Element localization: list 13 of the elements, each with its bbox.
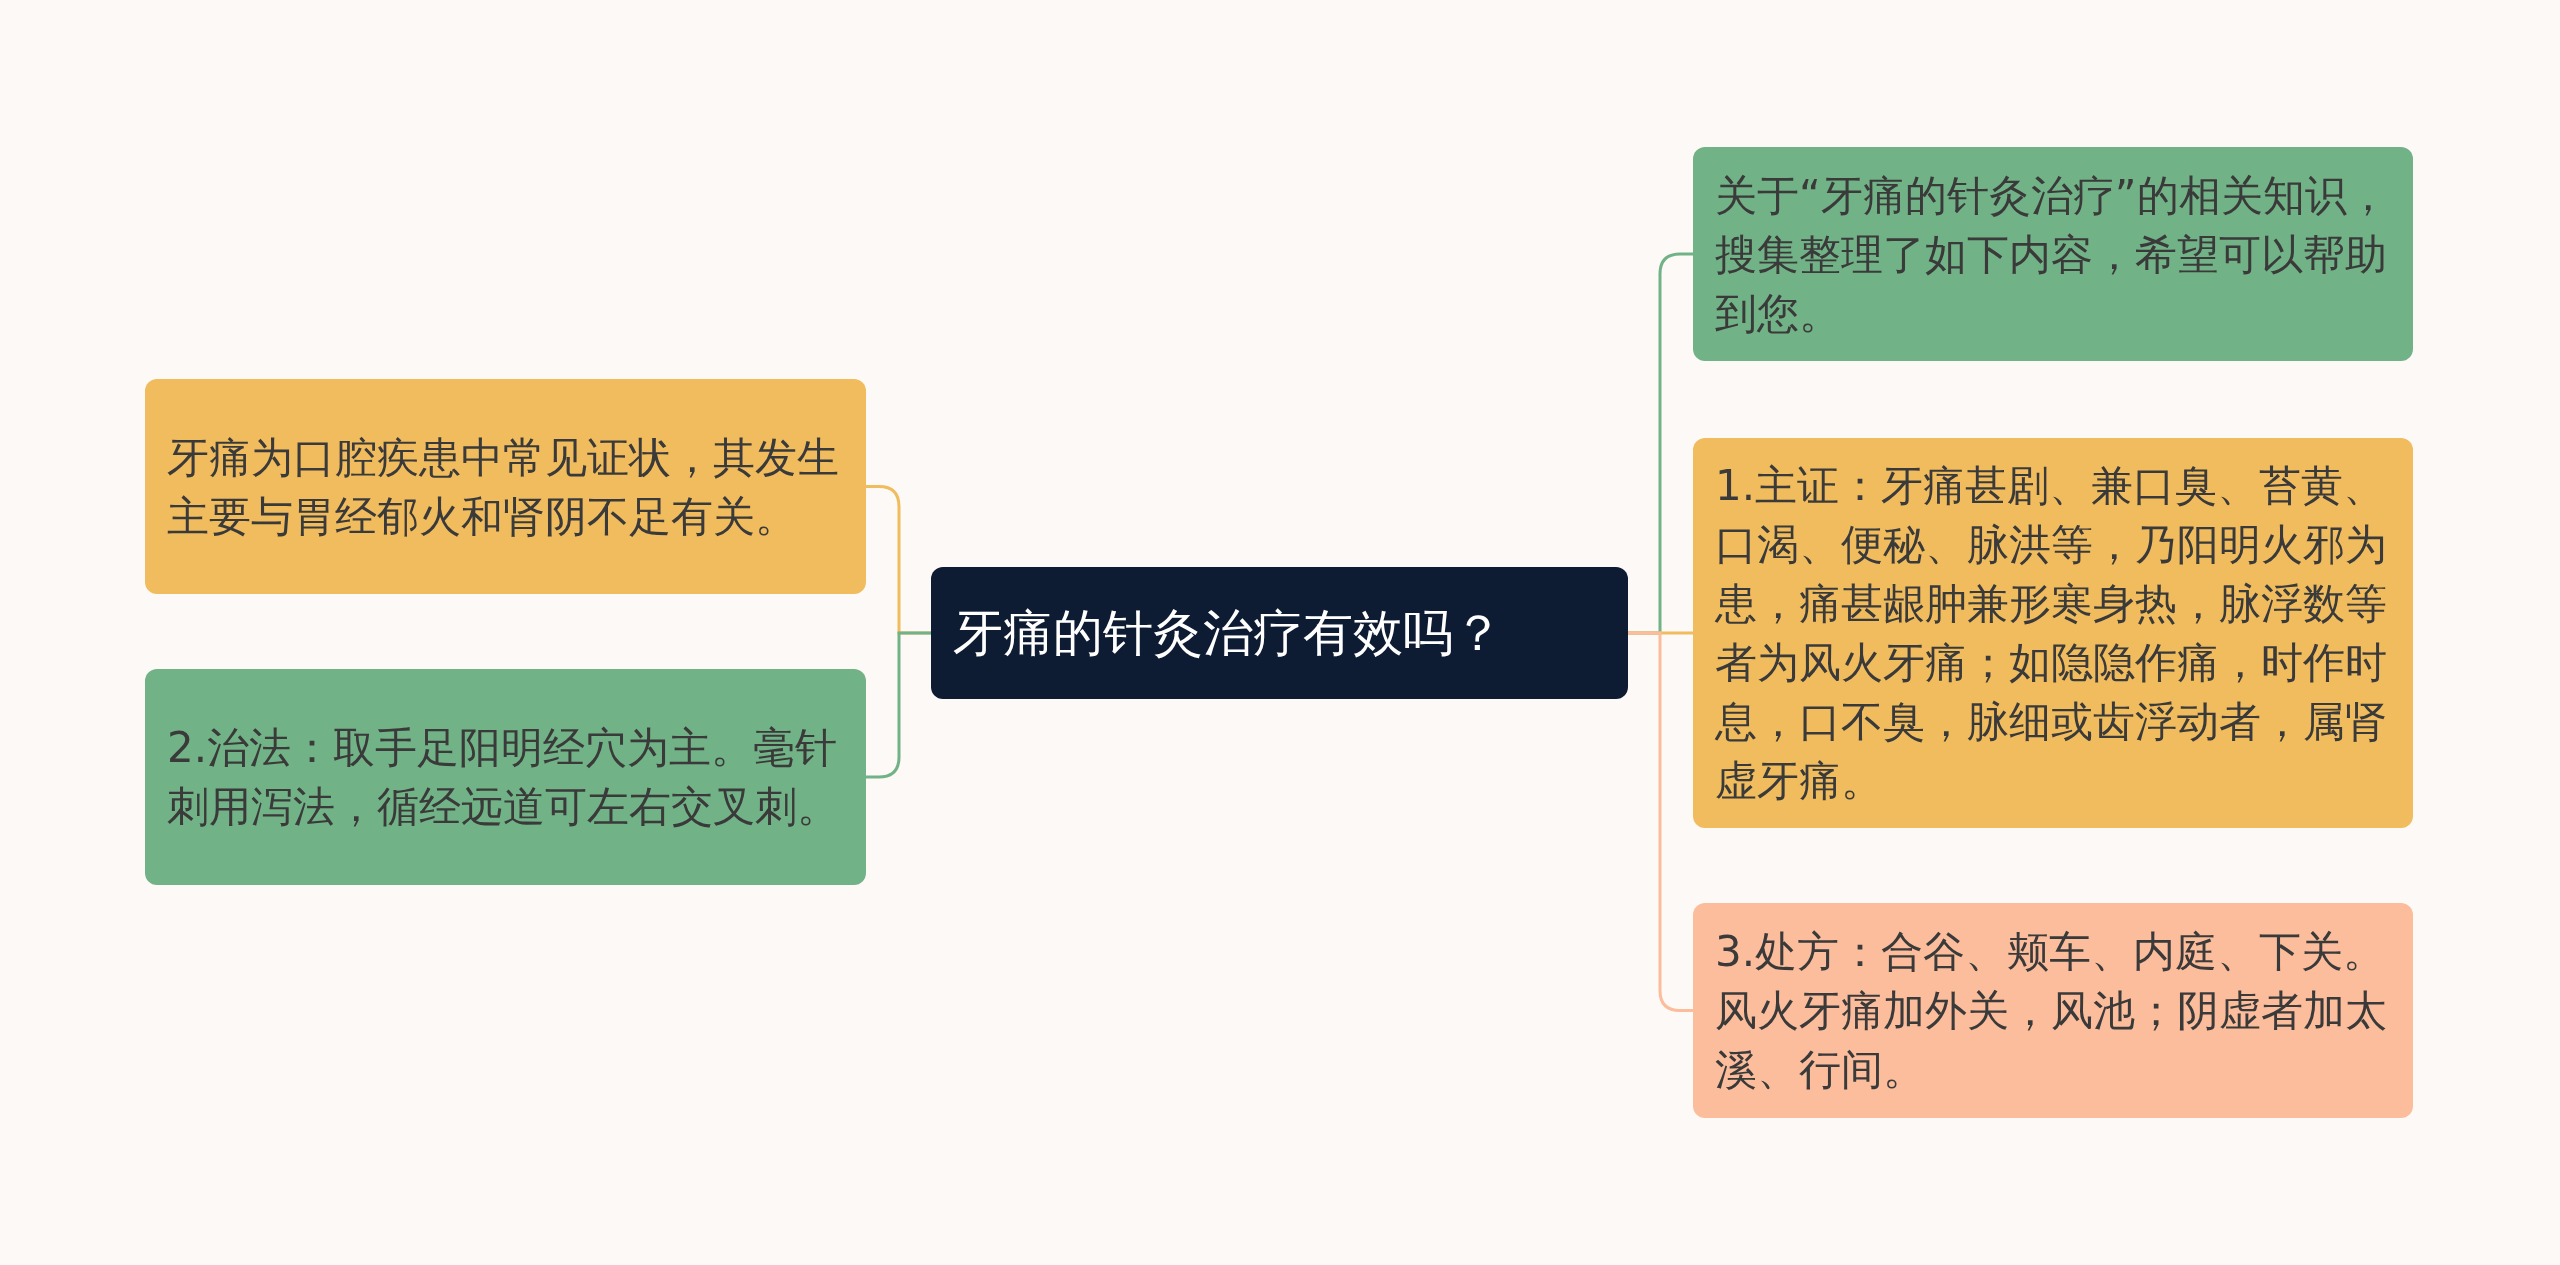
topic-box [1693, 903, 2413, 1118]
topic-box [1693, 147, 2413, 361]
topic-text: 2.治法：取手足阳明经穴为主。毫针刺用泻法，循经远道可左右交叉刺。 [167, 722, 840, 833]
topic-text: 牙痛的针灸治疗有效吗？ [953, 603, 1503, 663]
topic-box [145, 669, 866, 885]
connector-line [866, 631, 931, 779]
topic-text: 1.主证：牙痛甚剧、兼口臭、苔黄、口渴、便秘、脉洪等，乃阳明火邪为患，痛甚龈肿兼形寒身热，脉浮数等者为风火牙痛；如隐隐作痛，时作时息，口不臭，脉细或齿浮动者，属肾虚牙痛。 [1715, 460, 2388, 807]
topic-text: 牙痛为口腔疾患中常见证状，其发生主要与胃经郁火和肾阴不足有关。 [167, 431, 840, 543]
central-topic-box [931, 567, 1628, 699]
topic-text: 关于“牙痛的针灸治疗”的相关知识，搜集整理了如下内容，希望可以帮助到您。 [1715, 169, 2390, 340]
topic-box [1693, 438, 2413, 828]
topic-text: 3.处方：合谷、颊车、内庭、下关。风火牙痛加外关，风池；阴虚者加太溪、行间。 [1715, 926, 2388, 1096]
topic-box [145, 379, 866, 594]
